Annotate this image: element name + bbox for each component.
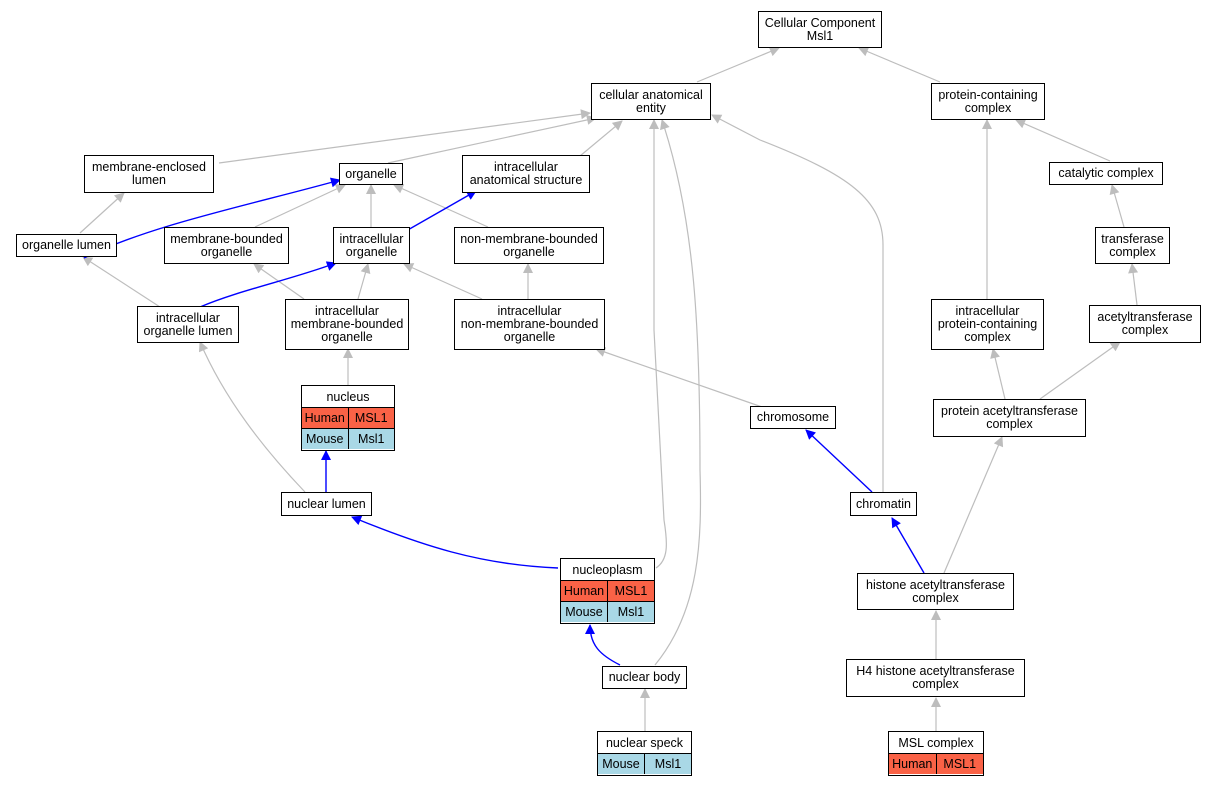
edge	[403, 263, 483, 300]
node-intracellular-organelle-lumen[interactable]: intracellular organelle lumen	[137, 306, 239, 343]
node-cellular-component-msl1[interactable]: Cellular Component Msl1	[758, 11, 882, 48]
edge	[387, 115, 597, 164]
node-cellular-anatomical-entity[interactable]: cellular anatomical entity	[591, 83, 711, 120]
node-histone-acetyltransferase-complex[interactable]: histone acetyltransferase complex	[857, 573, 1014, 610]
edge-highlight	[891, 517, 925, 574]
gene-cell: MSL1	[607, 581, 654, 601]
node-nuclear-body[interactable]: nuclear body	[602, 666, 687, 689]
edge	[254, 184, 346, 228]
edge	[218, 109, 591, 164]
node-intracellular-non-membrane-bounded-organelle[interactable]: intracellular non-membrane-bounded organ…	[454, 299, 605, 350]
node-catalytic-complex[interactable]: catalytic complex	[1049, 162, 1163, 185]
node-nuclear-lumen[interactable]: nuclear lumen	[281, 492, 372, 516]
species-cell: Mouse	[561, 602, 607, 622]
species-row-mouse: Mouse Msl1	[598, 753, 691, 774]
gene-cell: Msl1	[607, 602, 654, 622]
node-title: nucleoplasm	[572, 562, 643, 577]
gene-cell: Msl1	[644, 754, 691, 774]
node-nucleus[interactable]: nucleus Human MSL1 Mouse Msl1	[301, 385, 395, 451]
species-row-human: Human MSL1	[561, 580, 654, 601]
species-cell: Mouse	[302, 429, 348, 449]
node-organelle[interactable]: organelle	[339, 163, 403, 185]
node-chromosome[interactable]: chromosome	[750, 406, 836, 429]
species-cell: Human	[561, 581, 607, 601]
gene-cell: MSL1	[935, 754, 983, 774]
node-chromatin[interactable]: chromatin	[850, 492, 917, 516]
edge	[858, 46, 941, 83]
node-acetyltransferase-complex[interactable]: acetyltransferase complex	[1089, 305, 1201, 343]
node-nucleoplasm[interactable]: nucleoplasm Human MSL1 Mouse Msl1	[560, 558, 655, 624]
species-row-mouse: Mouse Msl1	[561, 601, 654, 622]
edge	[711, 114, 884, 492]
edge	[1039, 341, 1121, 400]
species-row-mouse: Mouse Msl1	[302, 428, 394, 449]
edge-highlight	[351, 515, 559, 569]
node-title: nucleus	[326, 389, 370, 404]
edge	[595, 347, 763, 408]
node-organelle-lumen[interactable]: organelle lumen	[16, 234, 117, 257]
edge	[654, 119, 702, 666]
edge	[198, 341, 306, 493]
node-nuclear-speck[interactable]: nuclear speck Mouse Msl1	[597, 731, 692, 776]
node-protein-acetyltransferase-complex[interactable]: protein acetyltransferase complex	[933, 399, 1086, 437]
node-msl-complex[interactable]: MSL complex Human MSL1	[888, 731, 984, 776]
species-cell: Mouse	[598, 754, 644, 774]
node-intracellular-protein-containing-complex[interactable]: intracellular protein-containing complex	[931, 299, 1044, 350]
node-non-membrane-bounded-organelle[interactable]: non-membrane-bounded organelle	[454, 227, 604, 264]
edge	[579, 120, 623, 157]
node-title: MSL complex	[898, 735, 974, 750]
edge	[649, 119, 667, 569]
node-protein-containing-complex[interactable]: protein-containing complex	[931, 83, 1045, 120]
node-h4-histone-acetyltransferase-complex[interactable]: H4 histone acetyltransferase complex	[846, 659, 1025, 697]
edge	[1015, 119, 1111, 162]
edge	[357, 263, 371, 300]
species-row-human: Human MSL1	[889, 753, 983, 774]
edge	[1109, 184, 1125, 228]
species-cell: Human	[302, 408, 348, 428]
gene-cell: MSL1	[347, 408, 394, 428]
edge	[1128, 263, 1139, 306]
species-row-human: Human MSL1	[302, 407, 394, 428]
species-cell: Human	[889, 754, 936, 774]
node-membrane-enclosed-lumen[interactable]: membrane-enclosed lumen	[84, 155, 214, 193]
gene-cell: Msl1	[347, 429, 394, 449]
node-title: nuclear speck	[605, 735, 684, 750]
edge	[393, 184, 489, 228]
edge	[82, 256, 161, 308]
edge	[990, 348, 1006, 400]
node-membrane-bounded-organelle[interactable]: membrane-bounded organelle	[164, 227, 289, 264]
edge	[79, 192, 125, 234]
edge	[696, 46, 780, 83]
node-intracellular-membrane-bounded-organelle[interactable]: intracellular membrane-bounded organelle	[285, 299, 409, 350]
edge-highlight	[405, 190, 477, 232]
edge-highlight	[805, 429, 873, 493]
edge-highlight	[585, 624, 621, 666]
edge-highlight	[199, 261, 337, 308]
node-intracellular-organelle[interactable]: intracellular organelle	[333, 227, 410, 264]
node-transferase-complex[interactable]: transferase complex	[1095, 227, 1170, 264]
edge	[943, 436, 1004, 574]
node-intracellular-anatomical-structure[interactable]: intracellular anatomical structure	[462, 155, 590, 193]
